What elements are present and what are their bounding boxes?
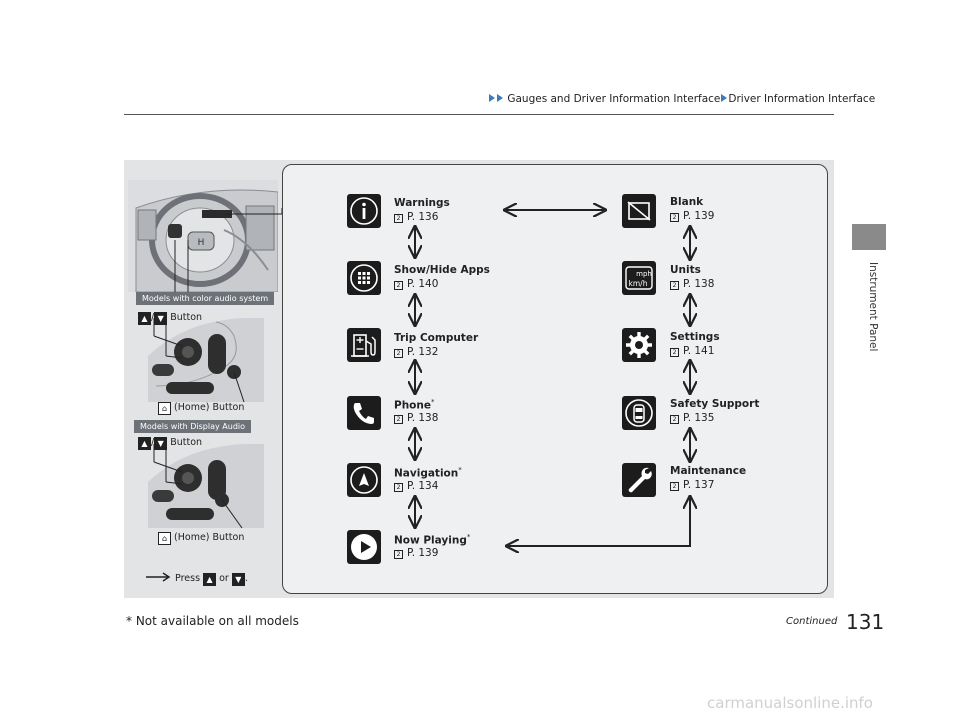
down-arrow-button-icon: ▼ xyxy=(154,437,168,450)
screen-label: Phone* xyxy=(394,398,435,412)
screen-now-playing[interactable] xyxy=(347,530,381,564)
screen-warnings[interactable] xyxy=(347,194,381,228)
blank-screen-icon xyxy=(622,194,656,228)
watermark: carmanualsonline.info xyxy=(707,694,873,712)
wrench-icon xyxy=(622,463,656,497)
screen-blank[interactable] xyxy=(622,194,656,228)
legend: Press ▲ or ▼. xyxy=(146,572,248,586)
chapter-title: Instrument Panel xyxy=(867,262,879,352)
chapter-tab xyxy=(852,224,886,250)
scroll-button-caption: ▲/▼ Button xyxy=(138,312,202,325)
leader-lines xyxy=(174,208,283,296)
units-icon: mph km/h xyxy=(622,261,656,295)
units-mph-text: mph xyxy=(636,270,652,278)
color-audio-badge: Models with color audio system xyxy=(136,292,275,305)
screen-label: Now Playing* xyxy=(394,533,471,547)
up-arrow-button-icon: ▲ xyxy=(138,437,151,450)
screen-label: Settings xyxy=(670,331,720,343)
screen-label: Safety Support xyxy=(670,398,760,410)
screen-label: Show/Hide Apps xyxy=(394,264,490,276)
screen-safety-support[interactable] xyxy=(622,396,656,430)
continued-label: Continued xyxy=(786,616,838,627)
screen-label: Maintenance xyxy=(670,465,747,477)
info-icon xyxy=(347,194,381,228)
screen-settings[interactable] xyxy=(622,328,656,362)
screen-trip-computer[interactable] xyxy=(347,328,381,362)
scroll-button-caption-display: ▲/▼ Button xyxy=(138,437,202,450)
screen-units[interactable]: mph km/h xyxy=(622,261,656,295)
svg-text:H: H xyxy=(198,238,205,248)
screen-label: Units xyxy=(670,264,701,276)
footnote: * Not available on all models xyxy=(126,614,299,628)
down-arrow-button-icon: ▼ xyxy=(231,573,245,586)
header-rule xyxy=(124,114,834,115)
screen-maintenance[interactable] xyxy=(622,463,656,497)
navigation-icon xyxy=(347,463,381,497)
up-arrow-button-icon: ▲ xyxy=(138,312,151,325)
home-icon: ⌂ xyxy=(158,532,171,545)
dashboard-illustration: H xyxy=(128,180,278,292)
home-icon: ⌂ xyxy=(158,402,171,415)
screen-label: Warnings xyxy=(394,197,450,209)
breadcrumb-arrow-icon xyxy=(721,94,728,102)
screen-label: Trip Computer xyxy=(394,332,479,344)
steering-controls-color-audio xyxy=(148,318,264,403)
legend-arrow-icon xyxy=(146,572,171,582)
home-button-caption-color: ⌂ (Home) Button xyxy=(158,402,244,415)
cycle-arrows xyxy=(282,164,828,594)
display-audio-badge: Models with Display Audio xyxy=(134,420,252,433)
screen-navigation[interactable] xyxy=(347,463,381,497)
apps-grid-icon xyxy=(347,261,381,295)
home-button-caption-display: ⌂ (Home) Button xyxy=(158,532,244,545)
phone-icon xyxy=(347,396,381,430)
play-icon xyxy=(347,530,381,564)
fuel-pump-icon xyxy=(347,328,381,362)
screen-label: Navigation* xyxy=(394,466,462,480)
down-arrow-button-icon: ▼ xyxy=(154,312,168,325)
breadcrumb-arrow-icon xyxy=(497,94,503,102)
breadcrumb: Gauges and Driver Information Interface D… xyxy=(488,93,875,105)
gear-icon xyxy=(622,328,656,362)
breadcrumb-arrow-icon xyxy=(489,94,495,102)
screen-label: Blank xyxy=(670,196,704,208)
screen-phone[interactable] xyxy=(347,396,381,430)
units-kmh-text: km/h xyxy=(629,279,648,288)
breadcrumb-section[interactable]: Gauges and Driver Information Interface xyxy=(507,93,721,105)
breadcrumb-page[interactable]: Driver Information Interface xyxy=(728,93,876,105)
safety-support-icon xyxy=(622,396,656,430)
screen-show-hide-apps[interactable] xyxy=(347,261,381,295)
page-number: 131 xyxy=(846,610,885,634)
up-arrow-button-icon: ▲ xyxy=(203,573,217,586)
steering-controls-display-audio xyxy=(148,444,264,529)
